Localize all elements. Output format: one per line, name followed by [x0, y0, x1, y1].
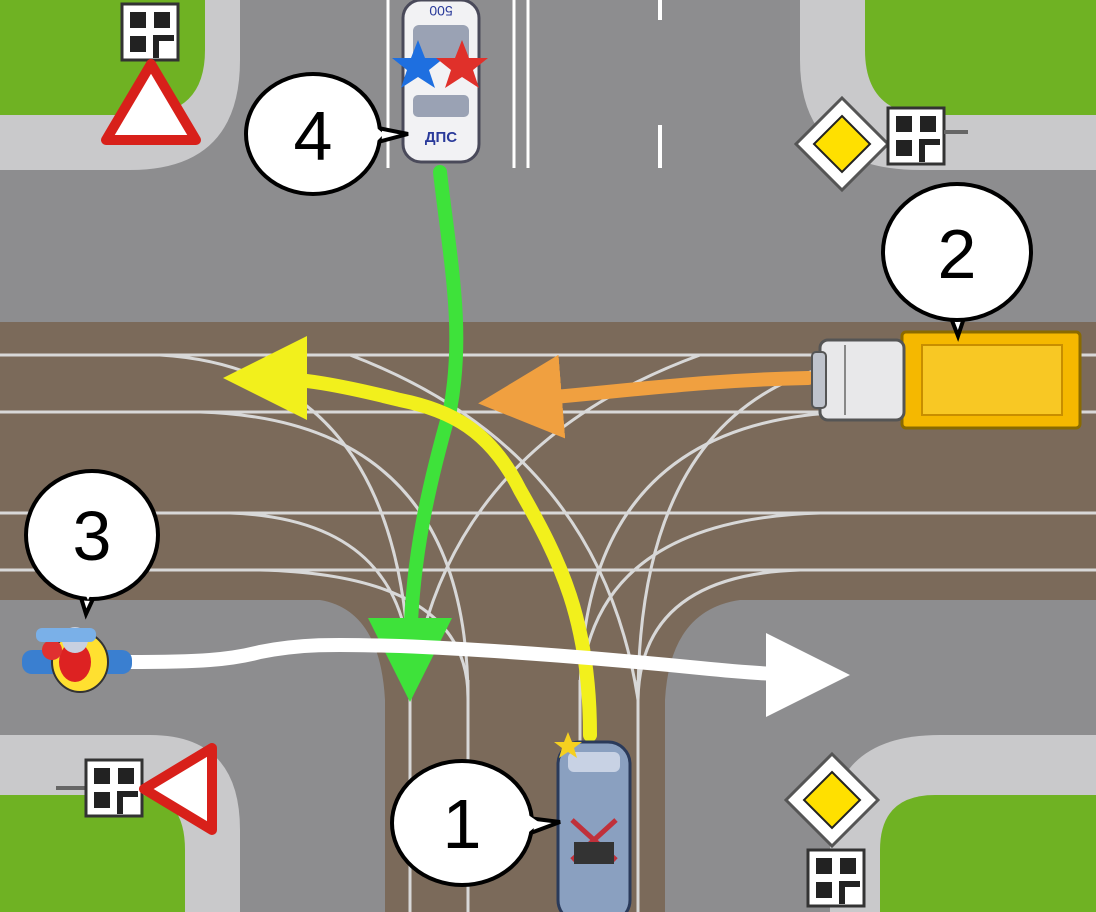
main-road-direction-plate-icon [806, 848, 866, 908]
main-road-direction-plate-icon [886, 106, 968, 166]
route-orange-truck [478, 354, 815, 439]
label-bubble-3: 3 [24, 469, 160, 620]
main-road-direction-plate-icon [120, 2, 180, 62]
give-way-sign-icon [139, 743, 217, 835]
label-4-text: 4 [294, 97, 333, 175]
red-siren-icon [436, 40, 488, 88]
police-car-roof-number: 500 [429, 3, 453, 19]
corner-bottom-right [830, 735, 1096, 912]
route-yellow-tram [223, 336, 597, 742]
route-white-motorcycle [121, 632, 850, 717]
police-car: 500 ДПС [392, 0, 488, 164]
label-bubble-4: 4 [244, 72, 409, 196]
main-road-direction-plate-icon [56, 758, 144, 818]
blue-siren-icon [392, 40, 444, 88]
tram [554, 732, 632, 912]
priority-road-sign-icon [783, 751, 881, 849]
priority-road-sign-icon [793, 95, 891, 193]
police-car-plate: ДПС [425, 129, 457, 146]
truck [811, 330, 1082, 430]
motorcycle [22, 627, 132, 693]
corner-top-right [800, 0, 1096, 170]
label-bubble-2: 2 [881, 182, 1033, 342]
label-bubble-1: 1 [390, 759, 561, 887]
label-2-text: 2 [938, 215, 977, 293]
tram-indicator-star-icon [554, 732, 582, 758]
give-way-sign-icon [101, 59, 201, 145]
label-3-text: 3 [73, 497, 112, 575]
label-1-text: 1 [443, 785, 482, 863]
